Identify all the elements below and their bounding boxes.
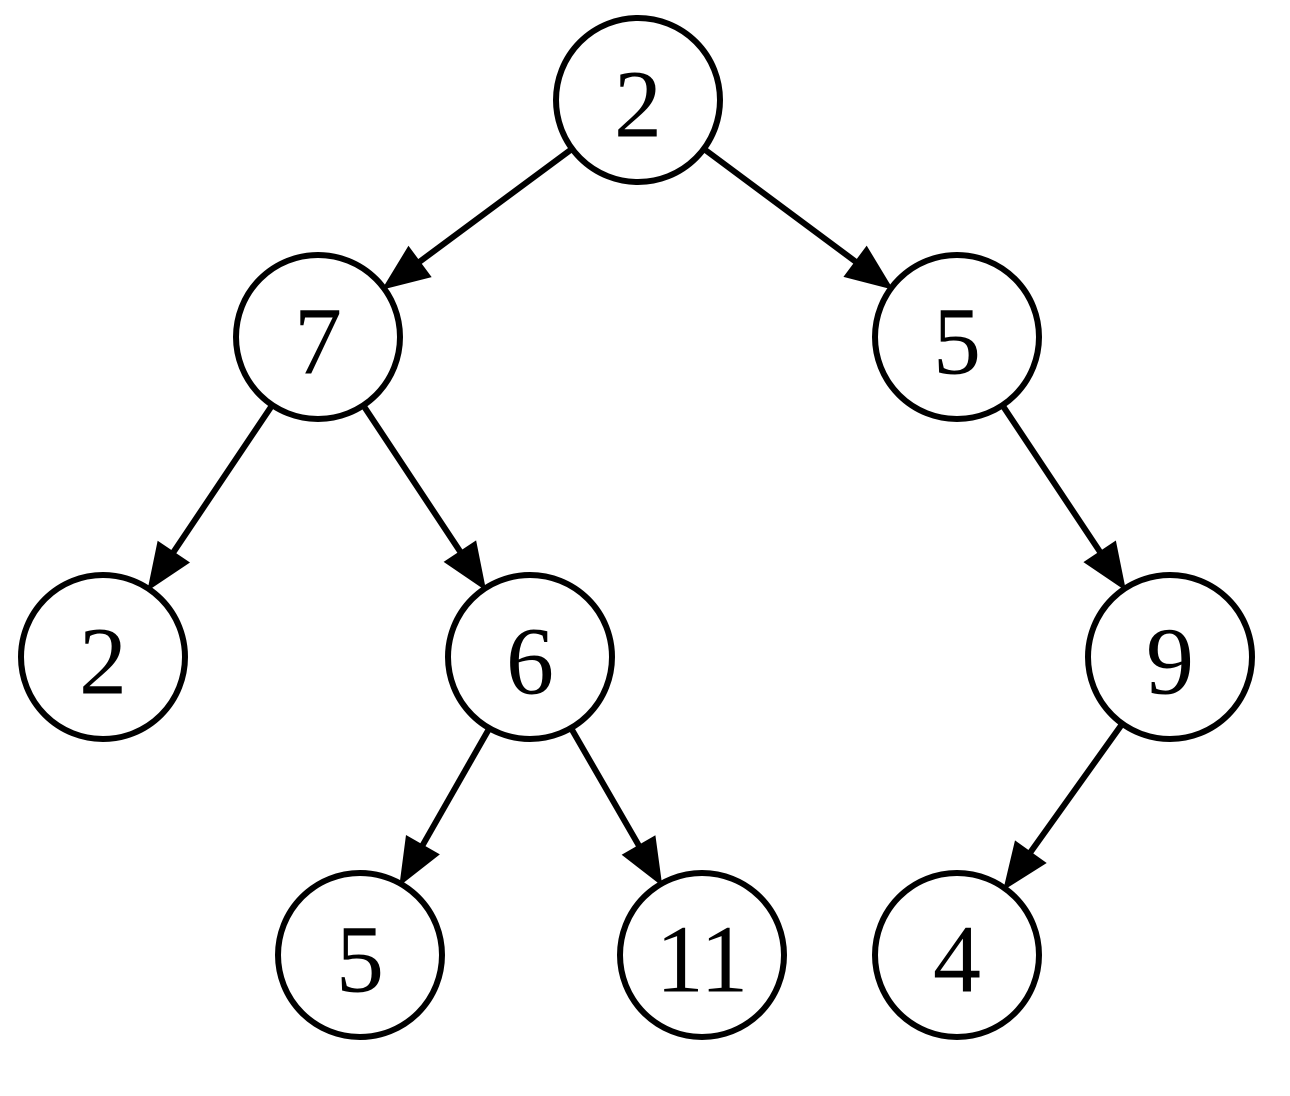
node-circle — [1085, 572, 1255, 742]
arrowhead — [399, 835, 440, 887]
edge-line — [999, 403, 1103, 554]
arrowhead — [1083, 540, 1127, 591]
edge-arrow — [360, 403, 487, 591]
edge-arrow — [381, 146, 574, 290]
node-label: 7 — [294, 288, 342, 395]
arrowhead — [1003, 840, 1047, 891]
edge-line — [702, 146, 858, 265]
node-circle — [872, 870, 1042, 1040]
tree-node: 2 — [18, 572, 188, 742]
arrowhead — [843, 245, 894, 290]
tree-node: 9 — [1085, 572, 1255, 742]
tree-node: 5 — [872, 252, 1042, 422]
nodes-layer: 2 7 5 2 6 9 5 11 4 — [18, 15, 1255, 1040]
edge-arrow — [147, 403, 275, 592]
node-circle — [275, 870, 445, 1040]
node-label: 5 — [336, 906, 384, 1013]
arrowhead — [381, 245, 432, 290]
edges-layer — [147, 146, 1127, 891]
node-label: 4 — [933, 906, 981, 1013]
tree-node: 2 — [553, 15, 723, 185]
arrowhead — [621, 835, 663, 887]
arrowhead — [147, 540, 191, 592]
tree-node: 6 — [445, 572, 615, 742]
edge-line — [1027, 721, 1125, 855]
edge-line — [568, 726, 642, 848]
edge-arrow — [999, 403, 1127, 591]
node-label: 2 — [79, 608, 127, 715]
edge-line — [170, 403, 275, 555]
edge-line — [417, 146, 574, 265]
node-label: 11 — [656, 906, 748, 1013]
edge-arrow — [1003, 721, 1125, 891]
node-circle — [872, 252, 1042, 422]
node-label: 6 — [506, 608, 554, 715]
node-circle — [18, 572, 188, 742]
edge-arrow — [568, 726, 663, 887]
arrowhead — [443, 540, 487, 591]
tree-node: 4 — [872, 870, 1042, 1040]
node-circle — [617, 870, 787, 1040]
node-label: 2 — [614, 51, 662, 158]
edge-arrow — [702, 146, 894, 290]
node-circle — [233, 252, 403, 422]
edge-line — [419, 726, 492, 848]
node-label: 5 — [933, 288, 981, 395]
edge-line — [360, 403, 463, 554]
node-label: 9 — [1146, 608, 1194, 715]
tree-node: 7 — [233, 252, 403, 422]
tree-node: 5 — [275, 870, 445, 1040]
node-circle — [553, 15, 723, 185]
tree-node: 11 — [617, 870, 787, 1040]
node-circle — [445, 572, 615, 742]
edge-arrow — [399, 726, 492, 887]
